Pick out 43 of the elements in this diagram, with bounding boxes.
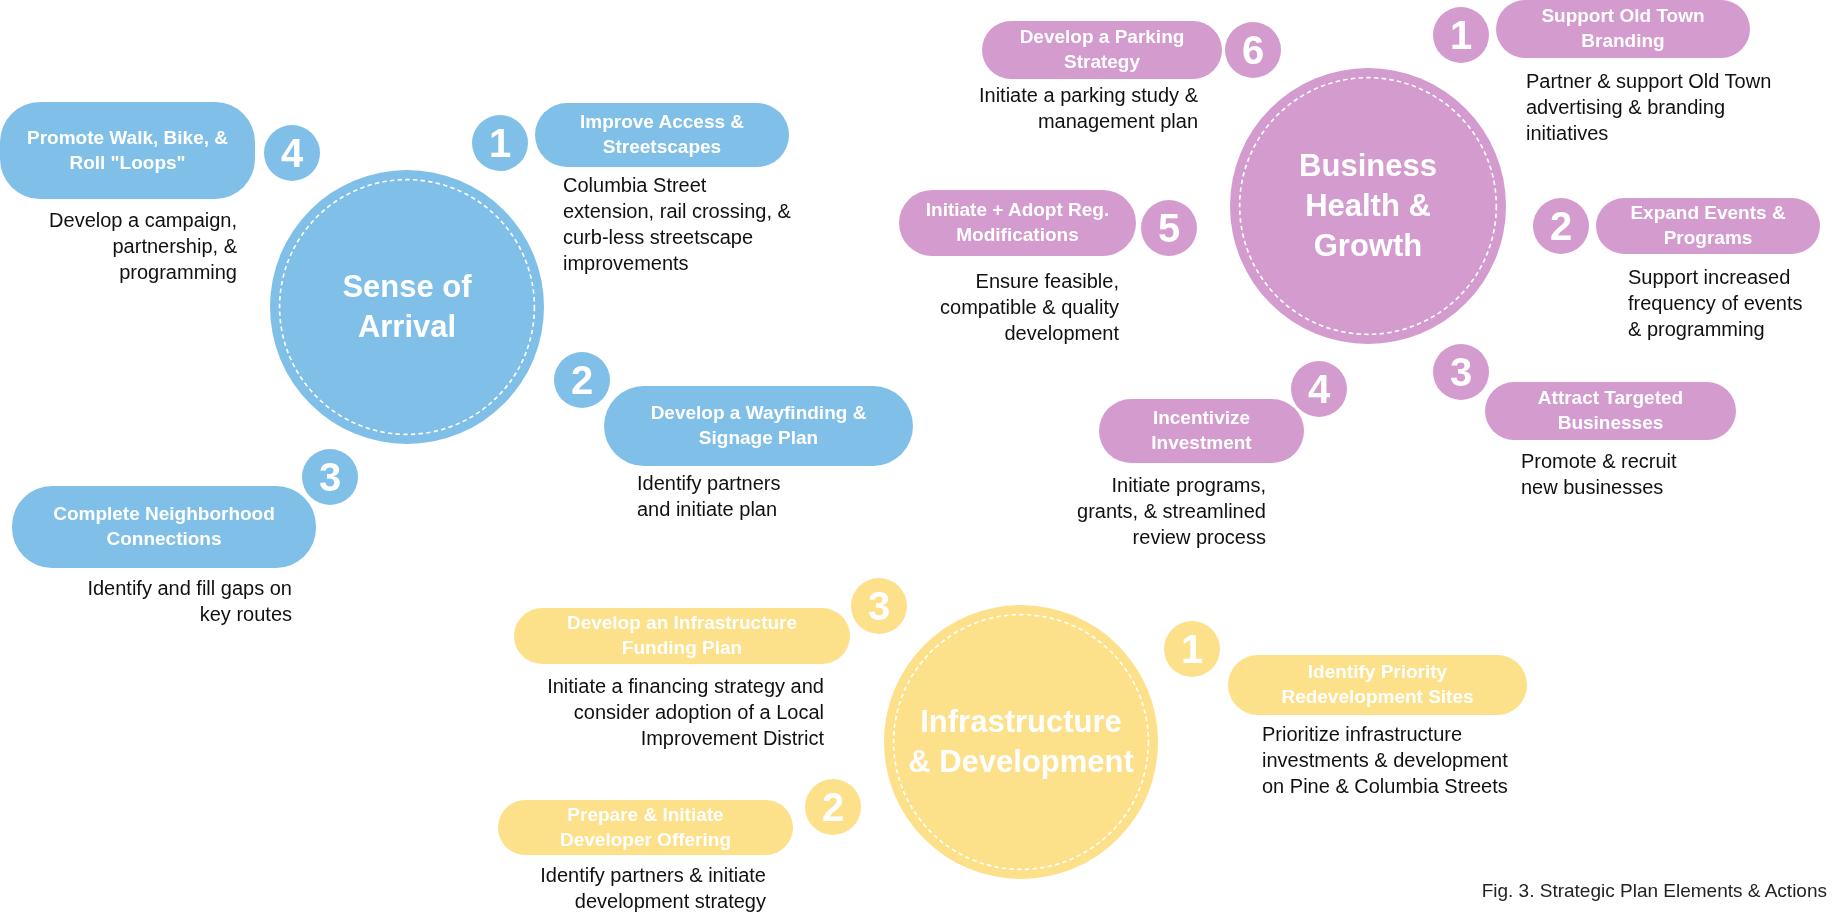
action-pill: Support Old Town Branding <box>1496 0 1750 58</box>
action-pill: Develop a Parking Strategy <box>982 21 1222 79</box>
action-description: Promote & recruit new businesses <box>1521 449 1678 500</box>
figure-caption: Fig. 3. Strategic Plan Elements & Actions <box>1481 880 1827 902</box>
action-description: Identify partners and initiate plan <box>637 471 782 522</box>
action-pill: Promote Walk, Bike, & Roll "Loops" <box>0 102 255 199</box>
number-badge: 3 <box>302 449 358 505</box>
action-description: Initiate programs, grants, & streamlined review process <box>1076 473 1266 550</box>
number-badge: 5 <box>1141 200 1197 256</box>
action-pill: Identify Priority Redevelopment Sites <box>1228 655 1527 715</box>
action-pill: Expand Events & Programs <box>1596 198 1820 254</box>
action-description: Identify and fill gaps on key routes <box>86 576 292 627</box>
action-pill: Develop a Wayfinding & Signage Plan <box>604 386 913 466</box>
category-title: Infrastructure & Development <box>907 702 1135 781</box>
action-description: Develop a campaign, partnership, & programming <box>48 208 237 285</box>
action-description: Ensure feasible, compatible & quality development <box>939 269 1119 346</box>
number-badge: 1 <box>1164 621 1220 677</box>
action-description: Prioritize infrastructure investments & development on Pine & Columbia Streets <box>1262 722 1509 799</box>
number-badge: 4 <box>264 125 320 181</box>
number-badge: 1 <box>1433 7 1489 63</box>
number-badge: 2 <box>1533 198 1589 254</box>
action-pill: Develop an Infrastructure Funding Plan <box>514 608 850 664</box>
action-pill: Incentivize Investment <box>1099 399 1304 463</box>
action-description: Columbia Street extension, rail crossing, & curb-less streetscape improvements <box>563 173 792 276</box>
action-description: Initiate a financing strategy and consider adoption of a Local Improvement District <box>546 674 824 751</box>
number-badge: 3 <box>851 578 907 634</box>
number-badge: 4 <box>1291 361 1347 417</box>
action-description: Support increased frequency of events & programming <box>1628 265 1804 342</box>
number-badge: 6 <box>1225 22 1281 78</box>
action-pill: Prepare & Initiate Developer Offering <box>498 800 793 855</box>
action-description: Initiate a parking study & management plan <box>978 83 1198 134</box>
action-description: Partner & support Old Town advertising & branding initiatives <box>1526 69 1773 146</box>
number-badge: 1 <box>472 115 528 171</box>
action-pill: Initiate + Adopt Reg. Modifications <box>899 190 1136 256</box>
action-pill: Attract Targeted Businesses <box>1485 382 1736 440</box>
number-badge: 2 <box>805 779 861 835</box>
number-badge: 2 <box>554 352 610 408</box>
action-pill: Complete Neighborhood Connections <box>12 486 316 568</box>
category-title: Business Health & Growth <box>1298 146 1438 266</box>
category-title: Sense of Arrival <box>341 267 473 346</box>
action-description: Identify partners & initiate development strategy <box>539 863 766 914</box>
number-badge: 3 <box>1433 344 1489 400</box>
action-pill: Improve Access & Streetscapes <box>535 103 789 167</box>
